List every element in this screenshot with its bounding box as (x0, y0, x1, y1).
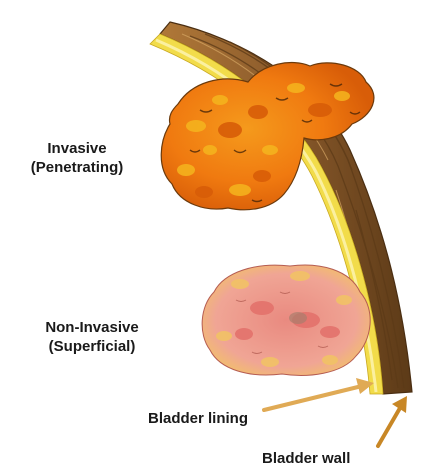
noninvasive-tumor (202, 265, 370, 375)
bladder-wall-arrow (378, 396, 407, 446)
bladder-lining-arrow (264, 378, 374, 410)
invasive-label: Invasive (Penetrating) (18, 139, 136, 177)
invasive-label-line1: Invasive (18, 139, 136, 158)
bladder-wall-label: Bladder wall (262, 449, 350, 468)
bladder-lining-label: Bladder lining (148, 409, 248, 428)
noninvasive-label-line2: (Superficial) (24, 337, 160, 356)
noninvasive-label: Non-Invasive (Superficial) (24, 318, 160, 356)
noninvasive-label-line1: Non-Invasive (24, 318, 160, 337)
invasive-label-line2: (Penetrating) (18, 158, 136, 177)
